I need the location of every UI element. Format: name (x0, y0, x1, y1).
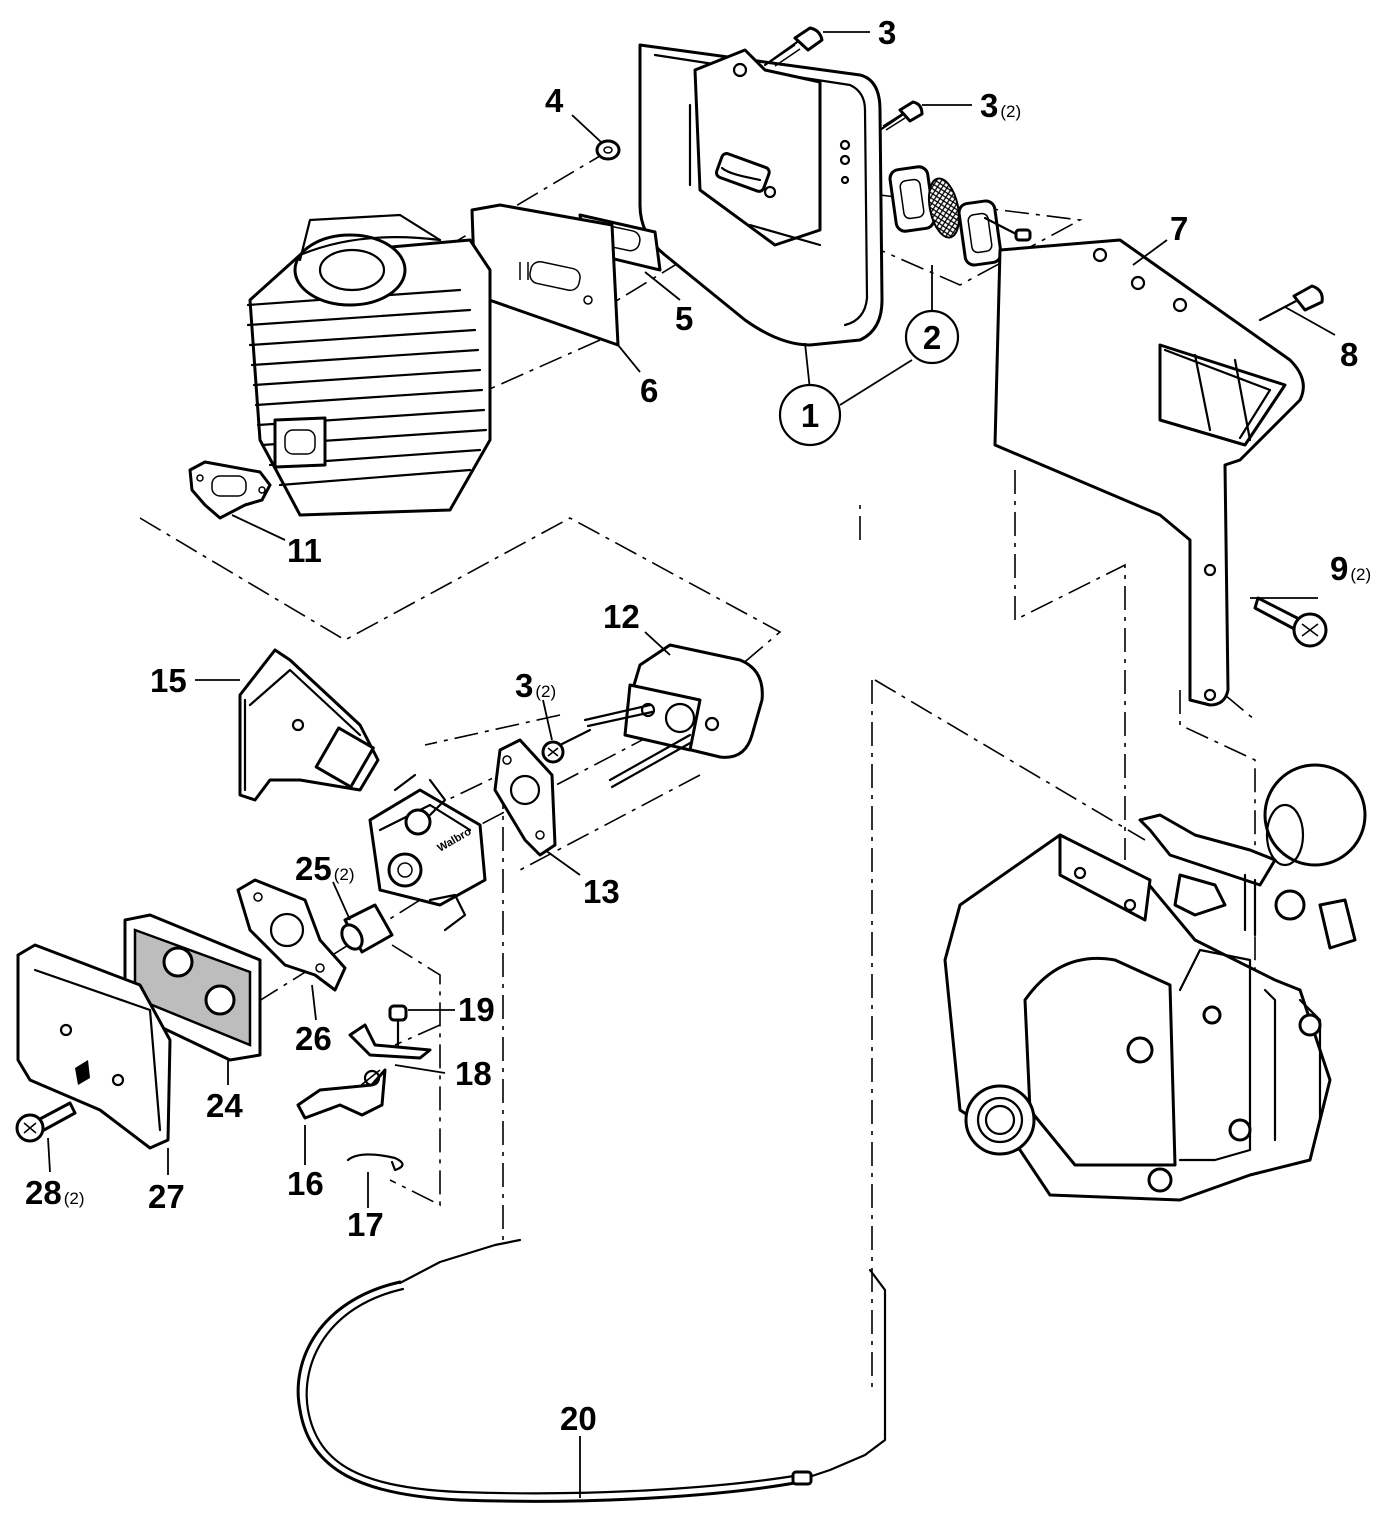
carburetor-sleeve (340, 903, 394, 954)
cover-screw-top (1258, 284, 1324, 322)
choke-spring (346, 1153, 404, 1172)
callout-28-qty: (2) (64, 1189, 85, 1208)
callout-3-carb: 3(2) (515, 667, 556, 704)
callout-8: 8 (1340, 336, 1358, 373)
callout-6: 6 (640, 372, 658, 409)
callout-2: 2 (923, 319, 941, 356)
callout-9: 9(2) (1330, 550, 1371, 587)
carburetor: Walbro (368, 773, 487, 932)
pump-assembly (943, 763, 1367, 1202)
cylinder (246, 213, 492, 517)
intake-spacer (583, 643, 764, 789)
callout-25-qty: (2) (334, 865, 355, 884)
callout-20: 20 (560, 1400, 597, 1437)
leader-lines (47, 31, 1336, 1498)
callout-circle-2 (904, 309, 960, 365)
callout-3-carb-number: 3 (515, 667, 533, 704)
callout-1: 1 (801, 397, 819, 434)
muffler-screw-top (763, 26, 824, 67)
carburetor-gasket (493, 738, 557, 857)
choke-lever (296, 1068, 387, 1120)
cover-screw-side (1253, 596, 1328, 648)
air-filter-cover (16, 943, 172, 1150)
callout-11: 11 (287, 532, 322, 569)
callout-9-number: 9 (1330, 550, 1348, 587)
callout-25-number: 25 (295, 850, 332, 887)
callout-17: 17 (347, 1206, 384, 1243)
callout-labels: 1 2 3 3(2) 3(2) 4 5 6 7 8 9(2) 11 12 13 … (25, 14, 1371, 1437)
heat-shield-plate (470, 203, 620, 347)
choke-screw (388, 1004, 408, 1047)
callout-13: 13 (583, 873, 620, 910)
throttle-cable (296, 1238, 887, 1503)
carb-screw (541, 728, 592, 764)
callout-24: 24 (206, 1087, 243, 1124)
callout-16: 16 (287, 1165, 324, 1202)
air-filter-cover-screw (15, 1101, 77, 1143)
air-filter-gasket (236, 878, 347, 992)
callout-25: 25(2) (295, 850, 355, 887)
callout-15: 15 (150, 662, 187, 699)
callout-9-qty: (2) (1350, 565, 1371, 584)
muffler-part (638, 43, 884, 347)
callout-circle-1 (778, 383, 842, 447)
callout-3-muffler-number: 3 (980, 87, 998, 124)
callout-3-muffler-qty: (2) (1000, 102, 1021, 121)
callout-7: 7 (1170, 210, 1188, 247)
callout-3-muffler: 3(2) (980, 87, 1021, 124)
callout-28-number: 28 (25, 1174, 62, 1211)
spark-arrestor-kit (888, 165, 1032, 267)
callout-3-top: 3 (878, 14, 896, 51)
callout-3-carb-qty: (2) (535, 682, 556, 701)
engine-cover (993, 238, 1305, 707)
callout-12: 12 (603, 598, 640, 635)
intake-gasket (188, 460, 272, 520)
callout-18: 18 (455, 1055, 492, 1092)
choke-plate (348, 1023, 432, 1060)
washer-part (595, 139, 621, 161)
callout-4: 4 (545, 82, 564, 119)
callout-27: 27 (148, 1178, 185, 1215)
callout-26: 26 (295, 1020, 332, 1057)
callout-5: 5 (675, 300, 693, 337)
callout-19: 19 (458, 991, 495, 1028)
callout-28: 28(2) (25, 1174, 85, 1211)
muffler-screw-lower (878, 100, 924, 132)
throttle-bracket (238, 648, 380, 802)
